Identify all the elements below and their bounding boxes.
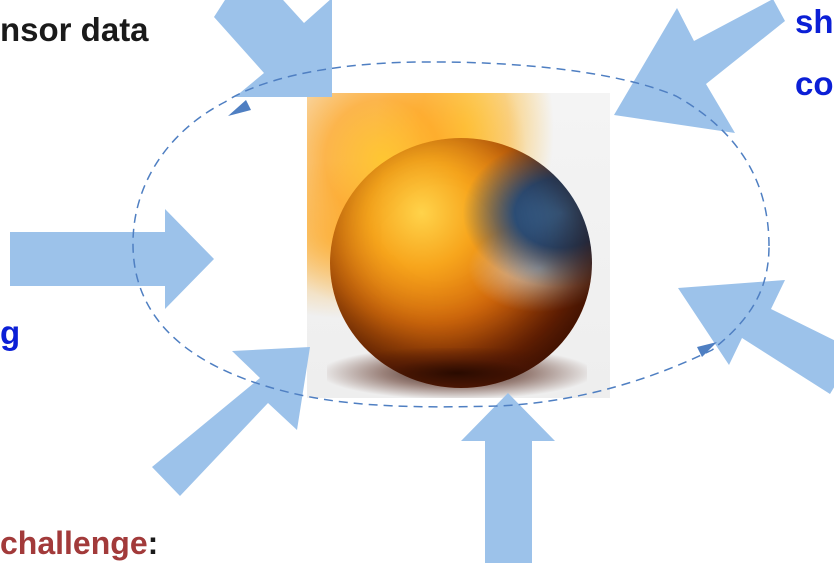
- challenge-word: challenge: [0, 525, 148, 561]
- label-challenge: challenge:: [0, 527, 158, 559]
- label-sensor-data: nsor data: [0, 11, 149, 48]
- cycle-arrowhead-top-left-icon: [228, 100, 251, 116]
- cycle-arrowhead-bottom-right-icon: [697, 342, 717, 357]
- arrow-left-icon: [10, 209, 214, 309]
- arrow-right-icon: [678, 280, 834, 394]
- label-co: co: [795, 65, 834, 102]
- challenge-colon: :: [147, 525, 159, 561]
- label-g: g: [0, 314, 21, 351]
- planet-globe: [330, 138, 592, 388]
- arrow-bottom-left-icon: [152, 347, 310, 496]
- cycle-ellipse: [132, 61, 770, 408]
- planet-shadow: [327, 348, 587, 398]
- arrow-bottom-center-icon: [461, 393, 555, 563]
- arrow-group: [10, 0, 834, 563]
- arrow-top-right-icon: [614, 0, 785, 133]
- burning-earth-image: [307, 93, 610, 398]
- arrow-top-left-icon: [214, 0, 332, 97]
- cycle-arrowheads: [228, 100, 717, 357]
- label-sh: sh: [795, 3, 834, 40]
